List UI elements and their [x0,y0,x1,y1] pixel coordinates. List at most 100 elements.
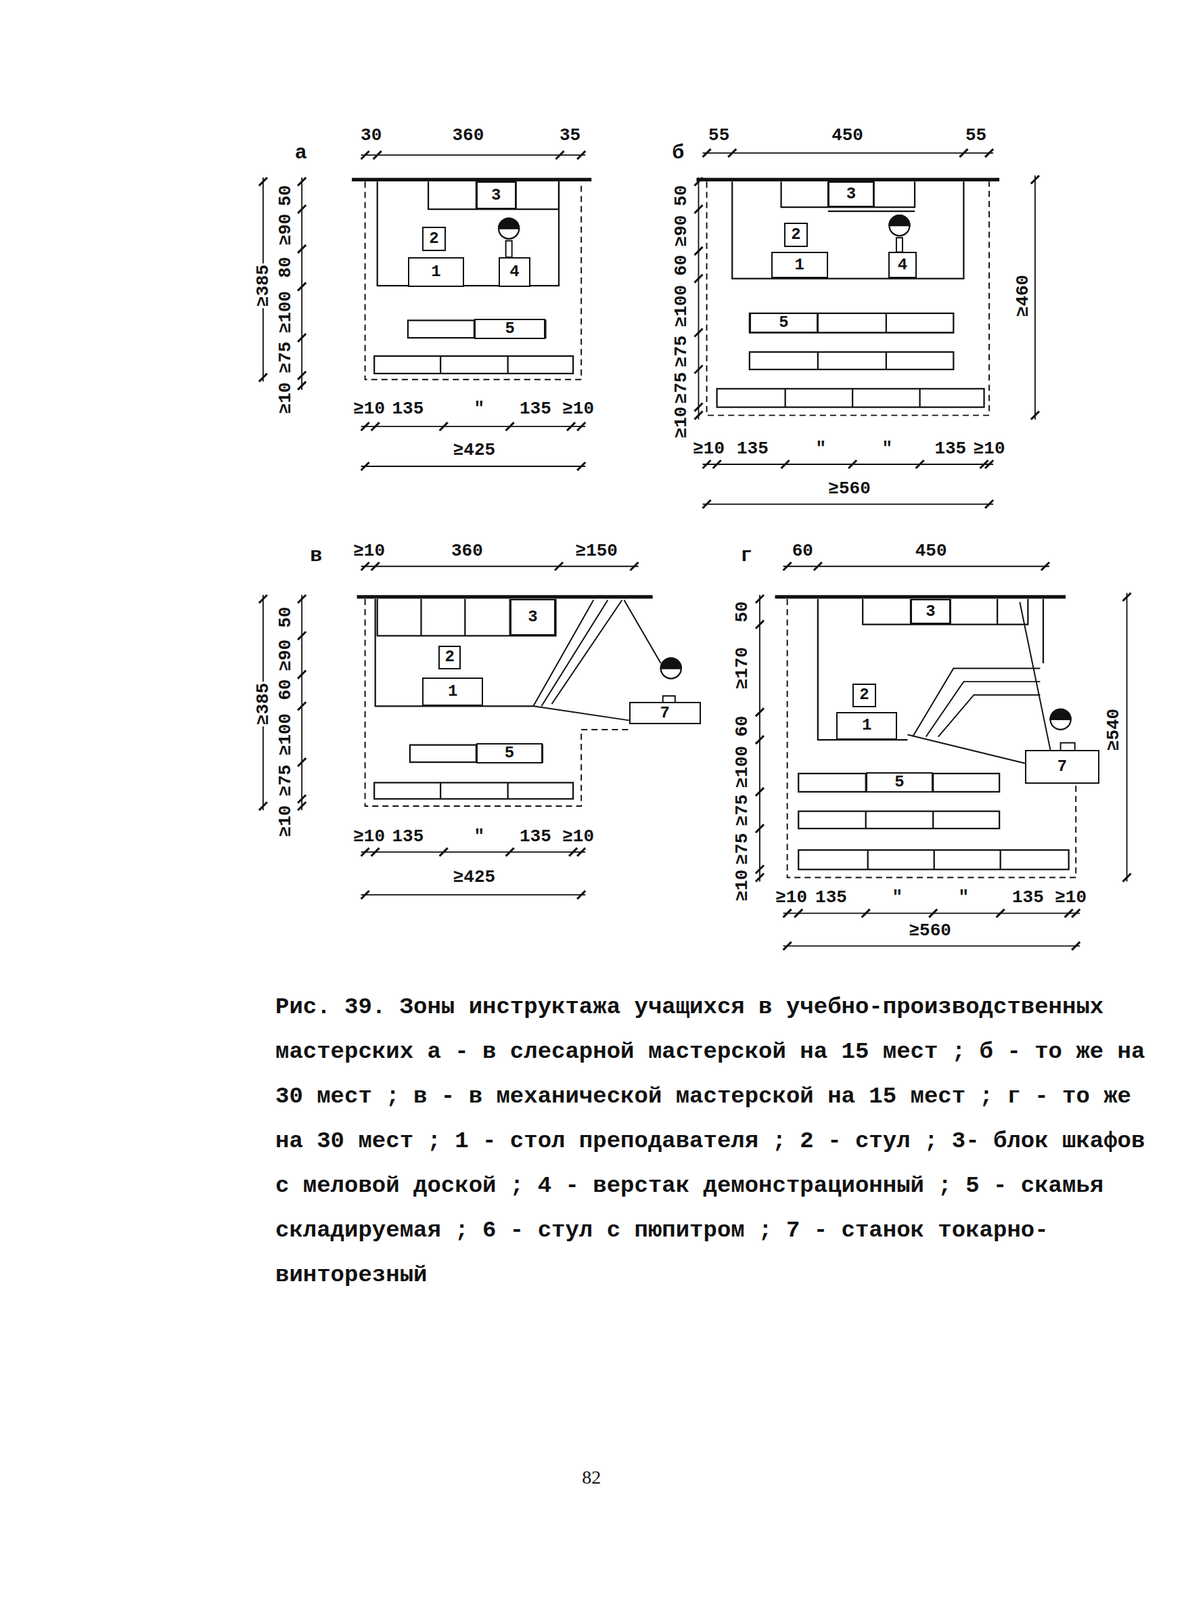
callout-number: 2 [428,230,439,247]
furniture-box: 3 [476,181,517,210]
furniture-box: 3 [828,181,875,208]
furniture-box: 2 [784,222,808,247]
dimension: ≥10 [560,826,596,847]
callout-number: 2 [445,648,455,666]
dimension: ≥90 [275,637,296,672]
furniture-box: 4 [888,251,917,279]
dimension: ≥10 [732,868,753,903]
dimension: 135 [518,398,553,419]
dimension: ≥75 [732,831,753,866]
dimension: 50 [671,184,692,208]
callout-number: 3 [527,608,538,626]
furniture-box: 1 [407,257,465,287]
dimension: 60 [275,677,296,701]
dimension: ≥75 [671,333,692,369]
dimension: ≥560 [826,478,872,499]
teacher-symbol [660,657,682,678]
furniture-box: 1 [422,677,484,706]
panel-letter: г [738,543,754,567]
dimension: ≥170 [732,645,753,691]
ditto-mark: " [472,398,487,419]
teacher-symbol [888,215,910,236]
dimension: 135 [518,826,553,847]
callout-number: 5 [504,744,515,762]
dimension: ≥100 [275,711,296,757]
ditto-mark: " [880,438,895,459]
dimension: ≥100 [275,289,296,335]
dimension: 135 [813,886,849,908]
dimension: ≥10 [351,826,387,847]
dimension: ≥385 [253,263,274,308]
dimension: 60 [671,253,692,277]
furniture-box: 3 [910,598,951,625]
dimension: 60 [790,540,815,561]
callout-number: 7 [660,704,670,722]
panel-letter: б [670,141,686,165]
bench-rows [374,313,1069,870]
teacher-symbol-fill [1050,709,1071,720]
dimension: ≥75 [671,370,692,405]
dimension: ≥10 [691,438,726,459]
dimension: ≥425 [451,439,497,461]
callout-number: 1 [430,263,441,281]
dimension: ≥75 [275,763,296,798]
teacher-symbol-fill [888,215,910,226]
teacher-symbols [498,215,1071,730]
dimension: ≥10 [773,886,809,908]
panel-letter: в [308,543,324,567]
teacher-symbol-fill [660,657,682,668]
furniture-box: 7 [1024,749,1100,784]
dimension: ≥10 [351,398,387,419]
dimension: ≥425 [451,866,497,887]
dimension: 360 [450,125,486,146]
dimension: 50 [275,184,296,208]
dimension: 55 [706,125,731,146]
furniture-box: 7 [629,701,701,724]
dimension: ≥540 [1103,706,1124,752]
callout-number: 4 [897,257,908,274]
zone-boundary-dashed [365,181,1077,877]
ditto-mark: " [891,886,905,908]
dimension: ≥10 [972,438,1007,459]
furniture-box: 2 [852,683,877,707]
page-number: 82 [580,1466,603,1488]
callout-number: 5 [504,320,515,337]
dimension: ≥90 [671,213,692,248]
dimension-ticks [259,148,1132,950]
furniture-box: 5 [474,318,546,339]
dimension: ≥75 [732,792,753,827]
dimension-lines [263,152,1128,946]
callout-number: 3 [491,187,501,204]
workbench-stem [506,237,903,258]
furniture-box: 5 [749,312,818,333]
dimension: ≥10 [275,803,296,839]
callout-number: 7 [1057,758,1067,775]
ditto-mark: " [472,826,487,847]
callout-number: 3 [846,186,856,203]
teacher-symbol-fill [498,218,519,229]
dimension: 60 [732,714,753,739]
callout-number: 5 [778,314,789,331]
cabinet-blocks [377,181,1029,636]
panel-letter: а [293,141,309,165]
dimension: 135 [391,826,426,847]
dimension: 135 [735,438,770,459]
dimension: 80 [275,255,296,279]
dimension: ≥75 [275,339,296,375]
dimension: ≥10 [1053,886,1088,908]
dimension: 360 [449,540,485,561]
dimension: ≥10 [275,380,296,415]
dimension: 35 [558,125,582,146]
callout-number: 1 [794,257,805,274]
callout-number: 1 [861,717,872,734]
furniture-box: 4 [498,257,531,287]
furniture-box: 1 [771,251,829,279]
dimension: ≥100 [671,283,692,329]
dimension: 50 [732,600,753,624]
furniture-box: 5 [865,771,933,793]
ditto-mark: " [814,438,829,459]
dimension: 135 [391,398,426,419]
callout-number: 2 [790,226,801,243]
dimension: 135 [932,438,968,459]
